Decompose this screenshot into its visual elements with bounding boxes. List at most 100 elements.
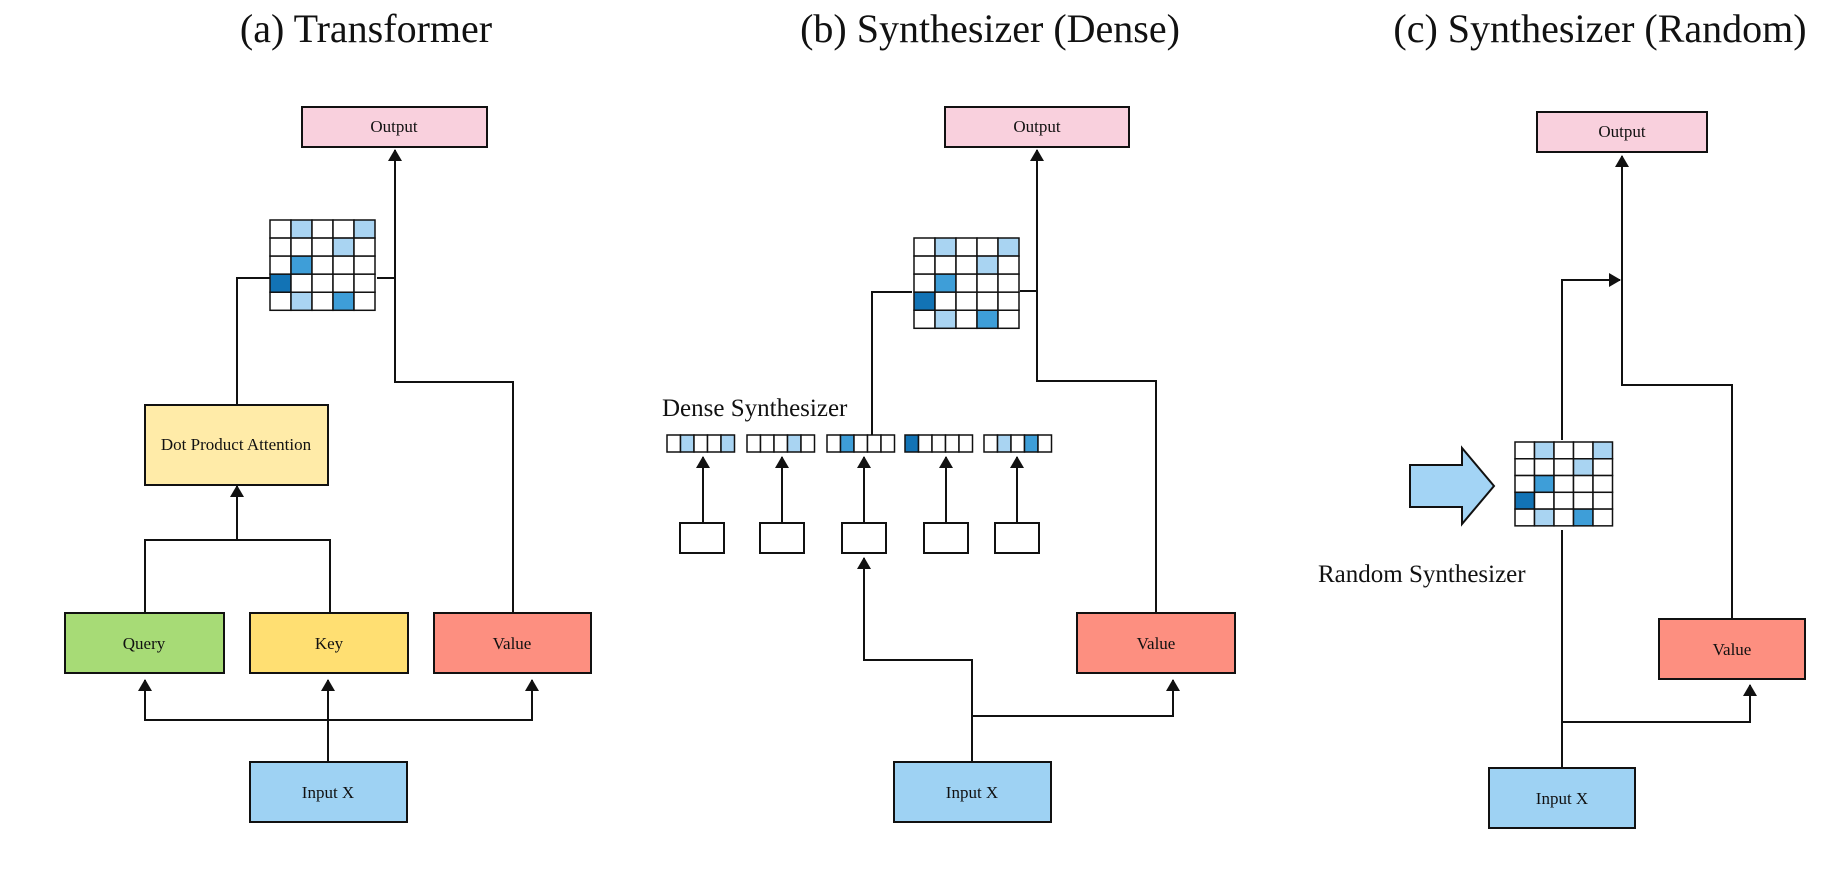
matrix-cell <box>934 255 957 275</box>
matrix-cell <box>332 291 355 312</box>
matrix-cell <box>976 291 999 311</box>
a-wire-query-key <box>144 539 331 613</box>
matrix-cell <box>955 255 978 275</box>
c-output-box <box>1536 111 1708 153</box>
panel-c: Output Value Input X Random Synthesizer <box>1318 111 1806 829</box>
matrix-cell <box>1553 508 1575 527</box>
a-input-label: Input X <box>302 783 354 802</box>
vector-cell <box>944 434 960 453</box>
vector-cell <box>917 434 933 453</box>
vector-cell <box>693 434 709 453</box>
matrix-cell <box>332 237 355 257</box>
matrix-cell <box>1514 441 1536 460</box>
matrix-cell <box>1592 441 1614 460</box>
matrix-cell <box>913 291 936 311</box>
matrix-cell <box>955 291 978 311</box>
matrix-cell <box>353 255 376 275</box>
b-dense-vector-2 <box>746 434 816 453</box>
matrix-cell <box>1514 458 1536 477</box>
matrix-cell <box>1572 508 1594 527</box>
c-random-synthesizer-label: Random Synthesizer <box>1318 561 1526 588</box>
vector-cell <box>880 434 896 453</box>
matrix-cell <box>1553 458 1575 477</box>
c-value-label: Value <box>1713 640 1752 659</box>
vector-cell <box>706 434 722 453</box>
matrix-cell <box>269 291 292 312</box>
vector-cell <box>996 434 1012 453</box>
matrix-cell <box>353 273 376 293</box>
matrix-cell <box>353 237 376 257</box>
a-output-box <box>301 106 488 148</box>
c-value-box <box>1658 618 1806 680</box>
b-wire-input-value <box>971 679 1180 762</box>
c-output-label: Output <box>1598 122 1646 141</box>
a-key-box <box>249 612 409 674</box>
b-projection-box-3 <box>841 522 887 554</box>
b-wire-input-projection <box>857 557 973 716</box>
b-dense-vector-3 <box>826 434 896 453</box>
matrix-cell <box>311 237 334 257</box>
c-random-arrow-icon <box>1409 445 1496 527</box>
b-projection-box-1 <box>679 522 725 554</box>
vector-cell <box>1037 434 1053 453</box>
matrix-cell <box>332 219 355 239</box>
matrix-cell <box>934 291 957 311</box>
matrix-cell <box>311 273 334 293</box>
matrix-cell <box>1533 441 1555 460</box>
matrix-cell <box>1533 508 1555 527</box>
panel-a: Output Dot Product Attention Query Key V… <box>64 106 592 823</box>
matrix-cell <box>1592 508 1614 527</box>
matrix-cell <box>1572 491 1594 510</box>
matrix-cell <box>1533 474 1555 494</box>
matrix-cell <box>269 255 292 275</box>
a-query-box <box>64 612 225 674</box>
panel-b: Output Value Input X Dense Synthesizer <box>662 106 1236 823</box>
vector-cell <box>866 434 882 453</box>
b-attention-matrix <box>913 237 1020 330</box>
matrix-cell <box>269 273 292 293</box>
matrix-cell <box>1572 474 1594 494</box>
vector-cell <box>786 434 802 453</box>
b-output-label: Output <box>1013 117 1061 136</box>
matrix-cell <box>934 273 957 293</box>
b-wire-dense-matrix <box>871 291 912 435</box>
c-wire-input-value <box>1562 684 1757 723</box>
vector-cell <box>839 434 855 453</box>
b-dense-vector-4 <box>904 434 974 453</box>
b-value-box <box>1076 612 1236 674</box>
matrix-cell <box>934 237 957 257</box>
matrix-cell <box>353 219 376 239</box>
vector-cell <box>746 434 762 453</box>
matrix-cell <box>1553 474 1575 494</box>
matrix-cell <box>997 291 1020 311</box>
matrix-cell <box>955 309 978 330</box>
matrix-cell <box>311 255 334 275</box>
matrix-cell <box>1533 458 1555 477</box>
vector-cell <box>983 434 999 453</box>
a-key-label: Key <box>315 634 344 653</box>
matrix-cell <box>1572 441 1594 460</box>
matrix-cell <box>976 309 999 330</box>
matrix-cell <box>913 255 936 275</box>
vector-cell <box>826 434 842 453</box>
matrix-cell <box>332 255 355 275</box>
a-attention-box <box>144 404 329 486</box>
a-output-label: Output <box>370 117 418 136</box>
matrix-cell <box>1553 491 1575 510</box>
matrix-cell <box>997 255 1020 275</box>
matrix-cell <box>311 291 334 312</box>
vector-cell <box>904 434 920 453</box>
matrix-cell <box>290 291 313 312</box>
vector-cell <box>800 434 816 453</box>
matrix-cell <box>269 219 292 239</box>
a-attention-matrix <box>269 219 376 312</box>
matrix-cell <box>290 255 313 275</box>
a-attention-label: Dot Product Attention <box>161 435 312 454</box>
b-projection-box-4 <box>923 522 969 554</box>
matrix-cell <box>913 309 936 330</box>
matrix-cell <box>1514 508 1536 527</box>
matrix-cell <box>353 291 376 312</box>
matrix-cell <box>997 309 1020 330</box>
matrix-cell <box>1592 474 1614 494</box>
a-value-box <box>433 612 592 674</box>
